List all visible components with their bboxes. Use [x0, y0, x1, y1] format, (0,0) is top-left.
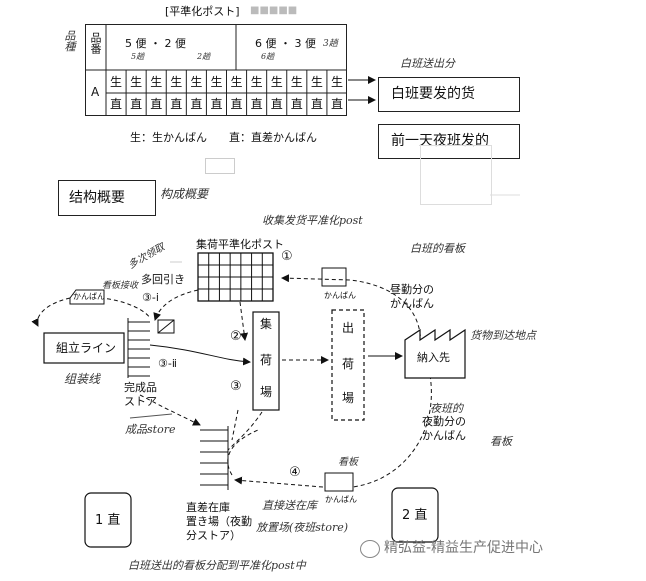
- table-cell: 直: [330, 97, 343, 111]
- night-kanban-2: かんばん: [422, 429, 466, 442]
- table-cell: 直: [310, 97, 323, 111]
- table-cell: 直: [130, 97, 143, 111]
- label-3i: ③-ⅰ: [142, 291, 159, 304]
- day-kanban-2: かんばん: [390, 297, 434, 310]
- row-header-vertical: 品種: [63, 30, 76, 52]
- legend: 生：生かんばん 直：直差かんばん: [130, 131, 317, 144]
- shift-group-2: 6 便 ・ 3 便: [255, 37, 316, 50]
- direct-store-3: 分ストア）: [186, 529, 241, 542]
- direct-handwritten-2: 放置场(夜班store): [256, 521, 349, 534]
- table-title: [平準化ポスト]: [165, 5, 240, 18]
- wechat-icon: [360, 540, 380, 558]
- handwritten-day-shift: 白班送出分: [400, 57, 455, 70]
- shift-group-1: 5 便 ・ 2 便: [125, 37, 186, 50]
- faded-background: [205, 158, 235, 174]
- shukka-char: 荷: [342, 357, 355, 371]
- label-3ii: ③-ⅱ: [158, 357, 177, 370]
- table-cell: 生: [130, 75, 143, 89]
- kanban-top: かんばん: [324, 291, 356, 300]
- watermark: 精弘益-精益生产促进中心: [384, 540, 544, 556]
- assembly-line: 組立ライン: [56, 341, 117, 355]
- table-cell: 生: [330, 75, 343, 89]
- table-cell: 生: [110, 75, 123, 89]
- shuka-char: 集: [260, 317, 273, 331]
- day-kanban-handwritten: 白班的看板: [410, 242, 465, 255]
- shukka-char: 場: [342, 391, 355, 405]
- section-handwritten: 构成概要: [160, 187, 209, 201]
- faded-text: ■■■■■: [250, 5, 298, 16]
- assembly-handwritten: 组装线: [64, 372, 101, 386]
- kanban-bottom: かんばん: [325, 495, 357, 504]
- table-cell: 直: [110, 97, 123, 111]
- table-cell: 生: [190, 75, 203, 89]
- store-handwritten: 成品store: [125, 423, 176, 436]
- circle-2: ②: [230, 329, 242, 344]
- store-label-1: 完成品: [124, 381, 157, 394]
- table-grid: [85, 24, 347, 116]
- table-cell: 生: [150, 75, 163, 89]
- direct-handwritten-1: 直接送在库: [262, 499, 317, 512]
- col-header: 品番: [89, 32, 102, 54]
- circle-1: ①: [281, 249, 293, 264]
- direct-store-2: 置き場（夜勤: [186, 515, 252, 528]
- night-handwritten-1: 夜班的: [430, 402, 463, 415]
- customer: 納入先: [417, 351, 450, 364]
- shift-2-label: 2 直: [402, 508, 428, 523]
- table-cell: 生: [170, 75, 183, 89]
- kanban-table: 品番 5 便 ・ 2 便 5趟 2趟 6 便 ・ 3 便 6趟 3趟 A 生生生…: [85, 24, 347, 116]
- shuka-char: 場: [260, 385, 273, 399]
- table-cell: 生: [310, 75, 323, 89]
- bottom-kanban-handwritten: 看板: [338, 457, 358, 468]
- bottom-handwritten: 白班送出的看板分配到平准化post中: [128, 559, 306, 572]
- night-kanban-1: 夜勤分の: [422, 415, 466, 428]
- table-cell: 直: [190, 97, 203, 111]
- circle-4: ④: [289, 465, 301, 480]
- night-shift-text: 前一天夜班发的: [391, 133, 489, 149]
- day-kanban-1: 昼勤分の: [390, 283, 434, 296]
- section-title-box: 结构概要: [58, 180, 156, 216]
- table-cell: 直: [290, 97, 303, 111]
- shuka-char: 荷: [260, 353, 273, 367]
- table-cell: 直: [230, 97, 243, 111]
- table-cell: 生: [230, 75, 243, 89]
- table-cell: 生: [250, 75, 263, 89]
- shift-group-2-sub-left: 6趟: [261, 52, 275, 61]
- table-cell: 生: [210, 75, 223, 89]
- shukka-char: 出: [342, 321, 355, 335]
- shift-group-2-sub-right: 3趟: [323, 39, 338, 49]
- table-cell: 直: [270, 97, 283, 111]
- table-cell: 直: [250, 97, 263, 111]
- shift-group-1-sub-left: 5趟: [131, 52, 145, 61]
- post-handwritten: 收集发货平准化post: [262, 214, 363, 227]
- row-label: A: [91, 85, 100, 99]
- multi-label: 多回引き: [141, 273, 185, 286]
- circle-3: ③: [230, 379, 242, 394]
- day-shift-text: 白班要发的货: [391, 86, 475, 102]
- faded-background: [420, 145, 492, 205]
- table-cell: 生: [290, 75, 303, 89]
- table-cell: 直: [150, 97, 163, 111]
- customer-handwritten: 货物到达地点: [470, 329, 536, 342]
- post-title: 集荷平準化ポスト: [196, 238, 284, 251]
- shift-1-label: 1 直: [95, 513, 121, 528]
- kanban-left-handwritten: 看板接收: [102, 281, 139, 291]
- night-shift-box: 前一天夜班发的: [378, 124, 520, 159]
- section-title: 结构概要: [69, 190, 125, 206]
- night-handwritten-2: 看板: [490, 435, 512, 448]
- table-cell: 直: [210, 97, 223, 111]
- kanban-tag-left: かんばん: [73, 292, 105, 301]
- table-cell: 直: [170, 97, 183, 111]
- table-cell: 生: [270, 75, 283, 89]
- day-shift-box: 白班要发的货: [378, 77, 520, 112]
- store-label-2: ストア: [124, 395, 157, 408]
- direct-store-1: 直差在庫: [186, 501, 230, 514]
- shift-group-1-sub-right: 2趟: [197, 52, 211, 61]
